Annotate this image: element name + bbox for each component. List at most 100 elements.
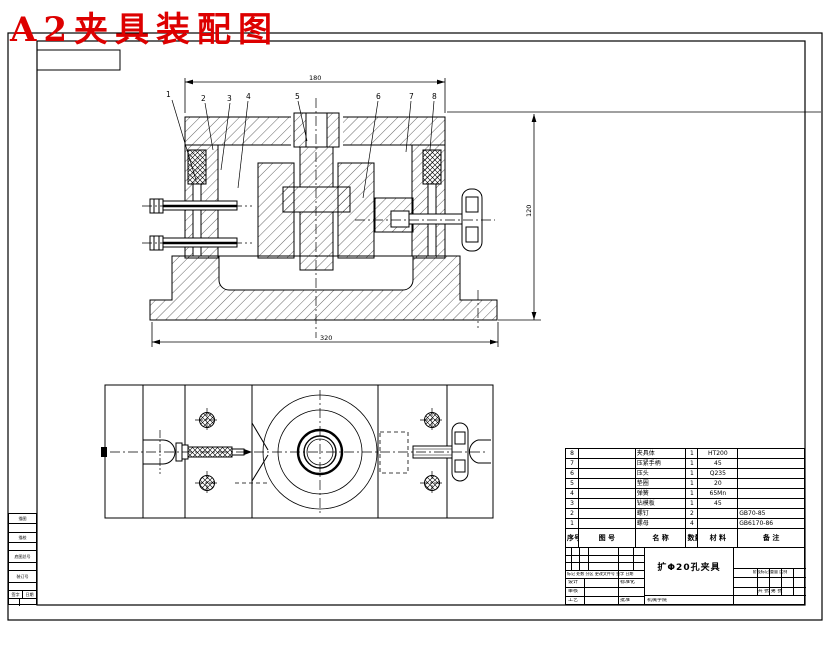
bom-header-qty: 数量 [686, 529, 699, 549]
strip-sign-label: 签字 [9, 591, 23, 598]
bom-seq: 7 [566, 459, 579, 468]
bom-no [579, 519, 636, 528]
strip-blank [9, 524, 36, 533]
bom-no [579, 469, 636, 478]
table-row: 5 垫圈 1 20 [566, 479, 804, 489]
bom-remark [738, 469, 804, 478]
bom-material: HT200 [698, 449, 739, 458]
table-row: 2 螺钉 2 GB70-85 [566, 509, 804, 519]
strip-blank [9, 563, 36, 571]
callout-1: 1 [166, 90, 171, 99]
bom-name: 垫圈 [636, 479, 687, 488]
callout-4: 4 [246, 92, 251, 101]
bom-no [579, 479, 636, 488]
bom-seq: 5 [566, 479, 579, 488]
clamp-screw-handle [374, 188, 483, 252]
table-row: 4 弹簧 1 65Mn [566, 489, 804, 499]
bom-name: 螺钉 [636, 509, 687, 518]
bom-name: 夹具体 [636, 449, 687, 458]
bom-header-name: 名 称 [636, 529, 687, 549]
centerlines-top [110, 390, 488, 514]
bom-remark [738, 449, 804, 458]
callout-7: 7 [409, 92, 414, 101]
centerlines-front [142, 98, 495, 338]
bom-table: 8 夹具体 1 HT200 7 压紧手柄 1 45 6 压头 1 Q235 5 … [565, 448, 805, 549]
bom-seq: 2 [566, 509, 579, 518]
bom-name: 压紧手柄 [636, 459, 687, 468]
bom-header-seq: 序号 [566, 529, 579, 549]
sig-approve-label: 批准 [620, 598, 631, 603]
bom-material [698, 509, 739, 518]
bom-qty: 1 [686, 449, 699, 458]
bom-material: 20 [698, 479, 739, 488]
bom-remark [738, 489, 804, 498]
sig-process-label: 工艺 [568, 598, 579, 603]
bom-name: 螺母 [636, 519, 687, 528]
callout-3: 3 [227, 94, 232, 103]
corner-bolt-left [187, 149, 207, 257]
bom-seq: 8 [566, 449, 579, 458]
title-block: 标记 处数 分区 更改文件号 签字 日期 设计 审核 工艺 标准化 批准 扩Φ2… [565, 548, 806, 605]
bom-name: 压头 [636, 469, 687, 478]
revision-header: 标记 处数 分区 更改文件号 签字 日期 [567, 572, 634, 576]
bom-no [579, 459, 636, 468]
callout-5: 5 [295, 92, 300, 101]
page-title: A2夹具装配图 [10, 10, 280, 50]
bom-qty: 1 [686, 489, 699, 498]
dim-top-value: 180 [309, 74, 321, 82]
strip-blank-cell [20, 599, 36, 606]
bom-remark [738, 499, 804, 508]
screw-holes [195, 408, 444, 495]
strip-sign-date: 签字 日期 [9, 591, 36, 599]
bom-material: Q235 [698, 469, 739, 478]
bom-qty: 1 [686, 469, 699, 478]
bom-no [579, 509, 636, 518]
dim-bottom-value: 320 [320, 334, 332, 342]
bom-material: 65Mn [698, 489, 739, 498]
top-plan-view [101, 384, 494, 519]
bom-no [579, 449, 636, 458]
strip-blank [9, 543, 36, 551]
bom-no [579, 499, 636, 508]
table-row: 8 夹具体 1 HT200 [566, 449, 804, 459]
bom-name: 弹簧 [636, 489, 687, 498]
bom-remark: GB70-85 [739, 510, 766, 517]
strip-date-label: 日期 [25, 591, 34, 597]
bom-qty: 1 [686, 459, 699, 468]
bom-name: 钻模板 [636, 499, 687, 508]
front-section-view: 180 120 320 [142, 74, 821, 347]
dimension-right: 120 [498, 114, 541, 321]
strip-blank-cell [9, 599, 20, 606]
bom-header-material: 材 料 [698, 529, 739, 549]
sig-design-label: 设计 [568, 580, 579, 585]
strip-bind-no-label: 装订号 [9, 571, 36, 583]
bom-seq: 4 [566, 489, 579, 498]
table-row: 3 钻模板 1 45 [566, 499, 804, 509]
bom-material: 45 [698, 459, 739, 468]
bom-material: 45 [698, 499, 739, 508]
binding-strip: 描图 描校 底图总号 装订号 签字 日期 [8, 513, 37, 606]
dim-right-value: 120 [525, 205, 533, 217]
part-callouts: 1 2 3 4 5 6 7 8 [166, 90, 437, 199]
strip-trace-label: 描图 [9, 514, 36, 524]
sheet-frame [7, 32, 823, 621]
stage-labels: 阶段标记 重量 比例 [752, 570, 788, 574]
bom-remark: GB6170-86 [739, 520, 774, 527]
sheet-info: 共 张 第 张 [757, 589, 783, 594]
bom-qty: 1 [686, 499, 699, 508]
bom-header-row: 序号 图 号 名 称 数量 材 料 备 注 [566, 529, 804, 549]
bom-header-remark: 备 注 [762, 534, 780, 542]
callout-6: 6 [376, 92, 381, 101]
drawing-title: 扩Φ20孔夹具 [657, 563, 721, 573]
dimension-top: 180 [184, 74, 446, 113]
bom-qty: 4 [686, 519, 699, 528]
bom-seq: 6 [566, 469, 579, 478]
strip-base-no-label: 底图总号 [9, 551, 36, 563]
sig-standard-label: 标准化 [620, 580, 636, 585]
bom-seq: 3 [566, 499, 579, 508]
bom-no [579, 489, 636, 498]
table-row: 7 压紧手柄 1 45 [566, 459, 804, 469]
table-row: 1 螺母 4 GB6170-86 [566, 519, 804, 529]
strip-blank [9, 583, 36, 591]
